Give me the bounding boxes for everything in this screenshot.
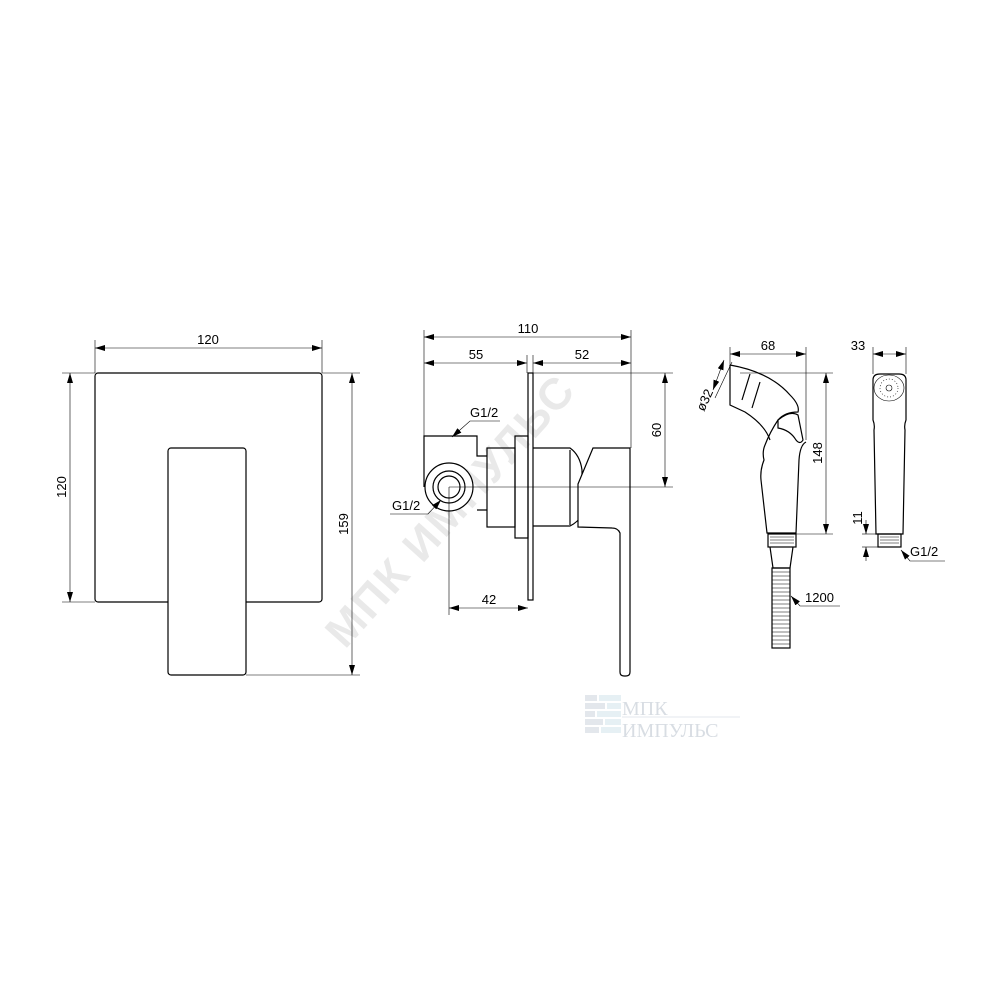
- lever-handle: [167, 447, 247, 676]
- dim-front-height: 120: [54, 476, 69, 498]
- side-thread-nipple: [877, 533, 902, 548]
- hand-shower-view: 68 148 ø32 1200: [693, 338, 840, 649]
- hand-shower-side-view: 33 11 G1/2: [850, 338, 945, 562]
- dim-front-width: 120: [197, 332, 219, 347]
- side-view: 110 55 52 60 42 G1/2 G1/2: [390, 321, 673, 677]
- thread-nipple: [767, 533, 797, 548]
- valve-body: [486, 447, 516, 528]
- dim-shower-length: 68: [761, 338, 775, 353]
- shower-head-outline: [729, 364, 807, 534]
- dim-shower-width: 33: [851, 338, 865, 353]
- dim-depth-front: 52: [575, 347, 589, 362]
- dim-total-height: 159: [336, 513, 351, 535]
- dim-shower-diameter: ø32: [693, 387, 716, 414]
- dim-axis-offset: 42: [482, 592, 496, 607]
- logo-line1: МПК: [622, 698, 668, 720]
- hose-length-label: 1200: [805, 590, 834, 605]
- dim-depth-total: 110: [518, 321, 539, 336]
- thread-label-top: G1/2: [470, 405, 498, 420]
- front-view: 120 120 159: [54, 332, 360, 676]
- shower-thread-label: G1/2: [910, 544, 938, 559]
- dim-height-axis: 60: [649, 423, 664, 437]
- trigger: [777, 412, 804, 444]
- logo-line2: ИМПУЛЬС: [622, 720, 718, 742]
- dim-depth-back: 55: [469, 347, 483, 362]
- shower-side-body: [872, 373, 907, 535]
- thread-label-side: G1/2: [392, 498, 420, 513]
- company-logo: МПК ИМПУЛЬС: [585, 695, 740, 742]
- dim-thread-length: 11: [850, 511, 865, 525]
- elbow-connector: [423, 435, 487, 511]
- dim-shower-height: 148: [810, 442, 825, 464]
- side-lever: [577, 447, 631, 677]
